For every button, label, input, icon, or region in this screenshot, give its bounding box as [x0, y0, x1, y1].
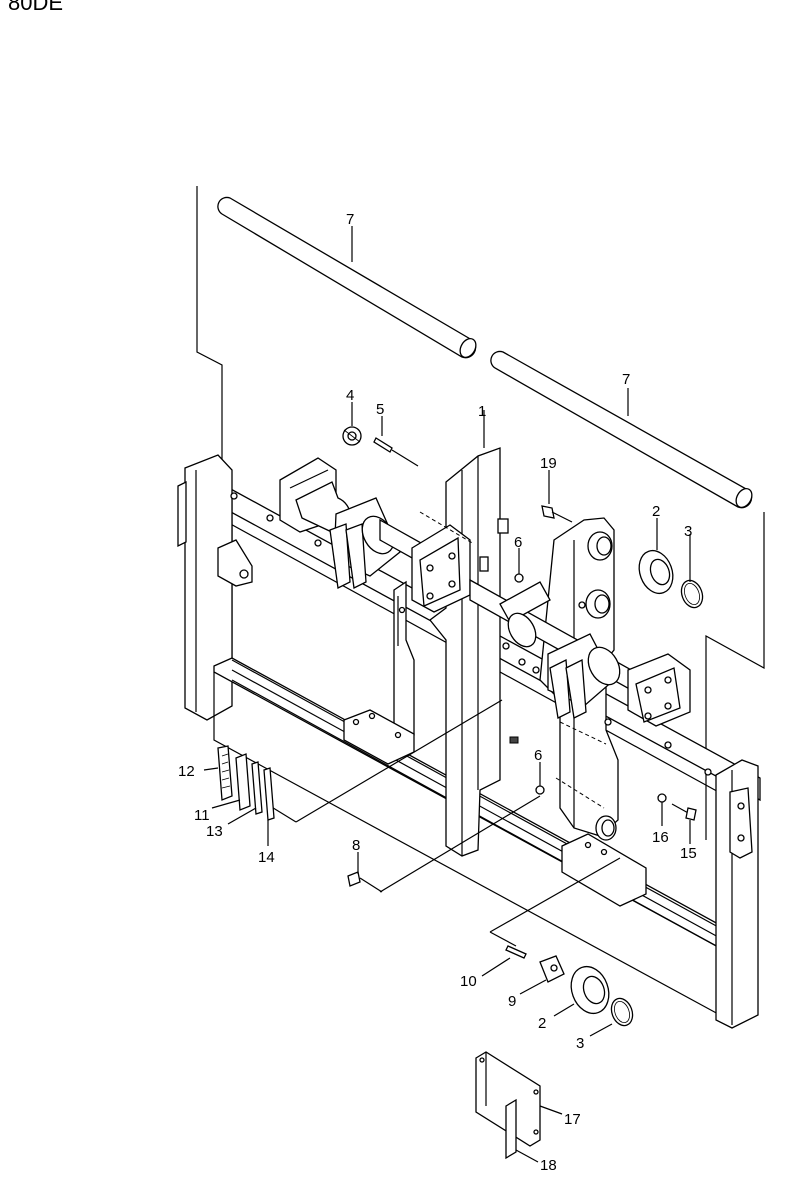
lower-shaft-part-7 — [490, 350, 753, 509]
right-hanger-bracket — [627, 653, 691, 727]
bearing-part-2-lower — [570, 965, 610, 1015]
callout-7-upper-shaft: 7 — [346, 211, 354, 228]
assembly-leader-line — [269, 805, 297, 823]
callout-2-upper: 2 — [652, 503, 660, 520]
callout-7-lower-shaft: 7 — [622, 371, 630, 388]
callout-6-lower: 6 — [534, 747, 542, 764]
wear-pad-part-12 — [217, 745, 233, 801]
callout-leaders — [203, 226, 691, 1163]
assembly-leader-line — [295, 699, 503, 823]
callout-2-lower: 2 — [538, 1015, 546, 1032]
callout-18: 18 — [540, 1157, 557, 1174]
callout-11: 11 — [194, 807, 210, 824]
hidden-line — [419, 511, 475, 545]
callout-3-lower: 3 — [576, 1035, 584, 1052]
nut-part-6-lower — [535, 785, 545, 795]
central-cross-shaft — [469, 578, 661, 719]
hidden-line — [555, 777, 605, 809]
callout-10: 10 — [460, 973, 477, 990]
cover-plate-part-17 — [475, 1051, 541, 1147]
screw-part-5 — [373, 437, 419, 467]
collar-part-9 — [539, 955, 565, 983]
assembly-leader-line — [379, 795, 541, 893]
callout-14: 14 — [258, 849, 275, 866]
callout-4: 4 — [346, 387, 354, 404]
pivot-bushings — [585, 531, 617, 841]
washer-part-16 — [657, 793, 667, 803]
shim-block-part-11 — [235, 753, 251, 811]
model-code-label: 80DE — [8, 0, 64, 15]
bolt-part-19 — [541, 505, 573, 523]
assembly-leader-line — [489, 857, 621, 933]
pivot-mount-block-upper — [411, 524, 471, 613]
callout-13: 13 — [206, 823, 223, 840]
shim-part-14 — [263, 767, 275, 821]
lower-pad-bracket-left — [343, 709, 415, 765]
grease-fitting-part-4 — [342, 426, 362, 446]
callout-9: 9 — [508, 993, 516, 1010]
callout-16: 16 — [652, 829, 669, 846]
snap-ring-part-3-lower — [610, 997, 634, 1027]
callout-8: 8 — [352, 837, 360, 854]
bolt-part-8 — [347, 871, 383, 893]
callout-3-upper: 3 — [684, 523, 692, 540]
shim-part-13 — [251, 761, 263, 815]
callout-12: 12 — [178, 763, 195, 780]
nut-part-6-upper — [514, 573, 524, 583]
snap-ring-part-3-upper — [680, 579, 704, 609]
assembly-leader-line — [489, 931, 517, 947]
upper-shaft-part-7 — [217, 196, 477, 359]
callout-19: 19 — [540, 455, 557, 472]
callout-6-upper: 6 — [514, 534, 522, 551]
bolt-part-15 — [671, 803, 697, 821]
callout-17: 17 — [564, 1111, 581, 1128]
lower-pad-bracket-right — [561, 833, 647, 907]
explosion-boundary-line — [705, 512, 765, 840]
callout-1: 1 — [478, 403, 486, 420]
hidden-line — [559, 721, 607, 745]
strip-plate-part-18 — [505, 1098, 517, 1160]
upper-hanger-bracket — [279, 457, 431, 589]
callout-15: 15 — [680, 845, 697, 862]
bearing-part-2-upper — [638, 549, 674, 595]
pin-part-10 — [505, 945, 527, 959]
callout-5: 5 — [376, 401, 384, 418]
